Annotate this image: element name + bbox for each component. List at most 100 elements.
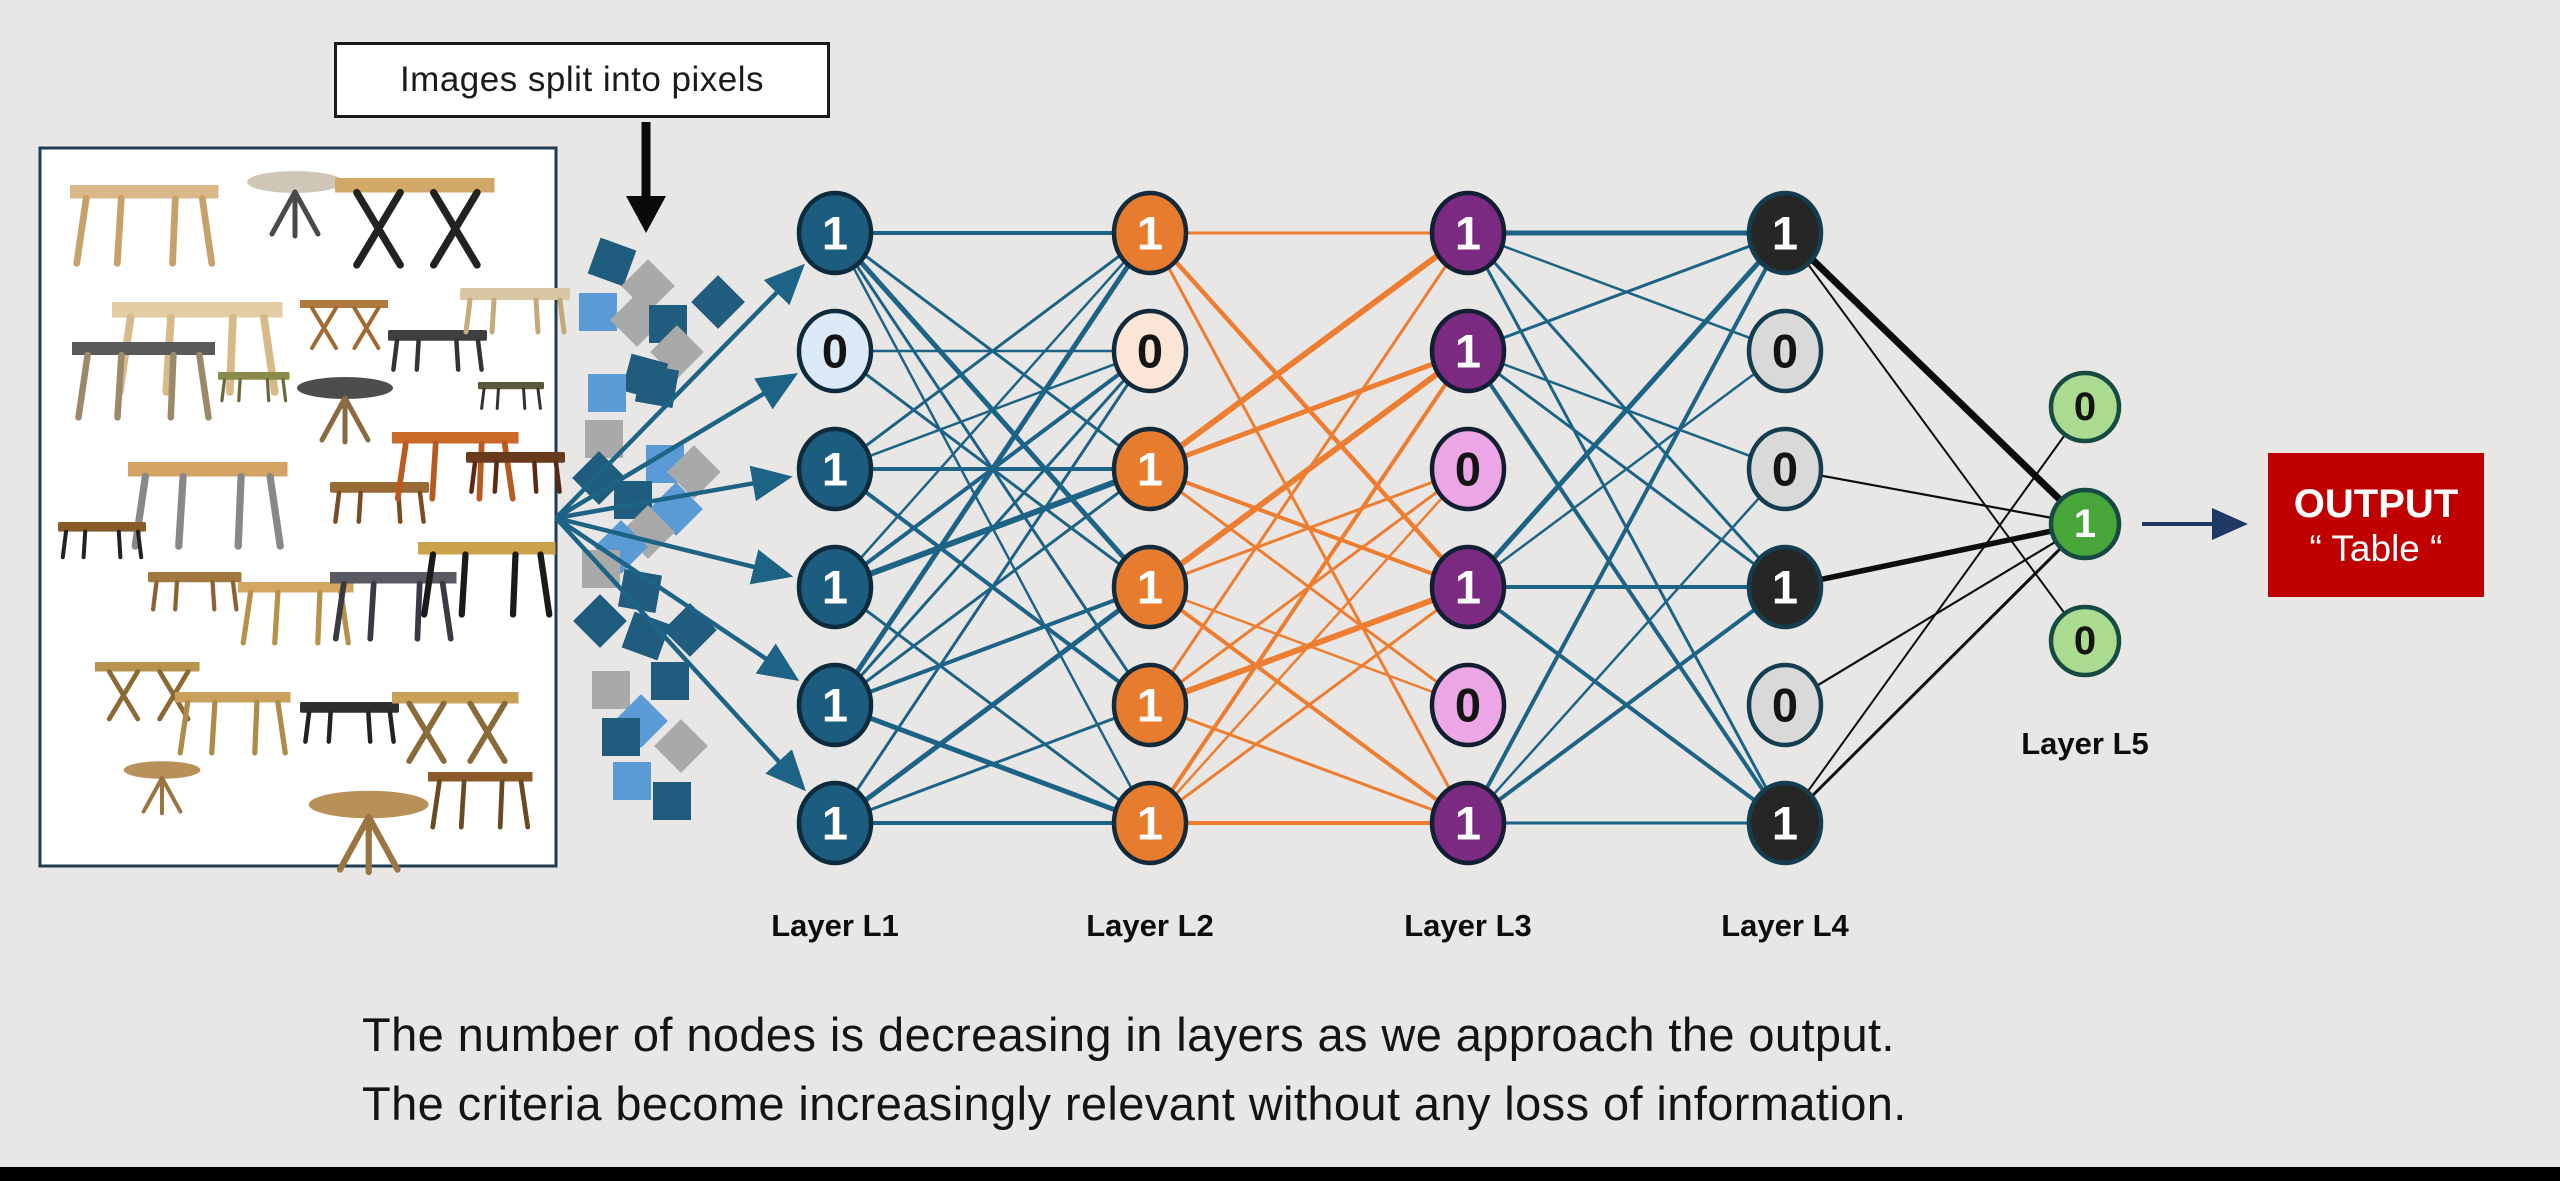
pixel-to-node-arrow-icon (554, 516, 806, 792)
node-l2-6 (1111, 780, 1189, 866)
edge (1784, 406, 2086, 824)
node-value: 1 (822, 679, 848, 732)
pixel-to-node-arrow-icon (554, 516, 800, 682)
table-thumbnail (123, 761, 201, 816)
table-thumbnail (428, 772, 533, 830)
edge (833, 350, 1152, 706)
images-split-label: Images split into pixels (399, 60, 765, 99)
node-l5-3 (2048, 604, 2122, 678)
table-thumbnail (388, 330, 487, 372)
edge (1467, 231, 1786, 353)
node-l3-3 (1429, 426, 1507, 512)
node-l4-1 (1746, 190, 1824, 276)
node-l1-5 (796, 662, 874, 748)
table-thumbnail (466, 452, 565, 494)
node-l5-1 (2048, 370, 2122, 444)
node-value: 0 (1137, 325, 1163, 378)
table-thumbnail (460, 288, 570, 335)
table-thumbnail (72, 342, 215, 421)
node-value: 0 (1455, 443, 1481, 496)
table-thumbnail (218, 372, 290, 403)
layer-l3-label: Layer L3 (1404, 908, 1532, 943)
node-value: 1 (1772, 797, 1798, 850)
edge (834, 232, 1151, 588)
table-thumbnail (478, 382, 544, 410)
node-l2-3 (1111, 426, 1189, 512)
edge (834, 703, 1151, 825)
output-title: OUTPUT (2293, 481, 2459, 526)
node-l4-3 (1746, 426, 1824, 512)
node-l3-1 (1429, 190, 1507, 276)
node-value: 1 (822, 443, 848, 496)
images-split-label-box: Images split into pixels (334, 42, 830, 118)
edge (833, 350, 1152, 824)
pixel-to-node-arrow-icon (554, 373, 799, 520)
node-value: 1 (1772, 561, 1798, 614)
edge (834, 231, 1151, 471)
edge (1148, 349, 1470, 825)
pixel-square (613, 762, 651, 800)
pixel-square (621, 611, 671, 661)
node-l2-5 (1111, 662, 1189, 748)
table-thumbnail (297, 377, 393, 445)
table-thumbnail (330, 482, 429, 524)
edge (1782, 230, 2088, 527)
edge (1149, 468, 1469, 824)
pixel-to-node-arrow-icon (554, 263, 805, 520)
table-thumbnail (418, 542, 556, 618)
node-l3-4 (1429, 544, 1507, 630)
node-value: 1 (1455, 207, 1481, 260)
pixel-square (663, 603, 717, 657)
node-l4-2 (1746, 308, 1824, 394)
edge (1148, 232, 1470, 706)
edge (834, 585, 1151, 707)
table-thumbnail (128, 462, 288, 550)
pixel-square (634, 363, 680, 409)
edge (1149, 585, 1469, 825)
node-value: 0 (1772, 679, 1798, 732)
node-value: 1 (822, 207, 848, 260)
caption-line-1: The number of nodes is decreasing in lay… (362, 1008, 1895, 1061)
node-l4-4 (1746, 544, 1824, 630)
pixel-square (585, 420, 623, 458)
node-value: 0 (1455, 679, 1481, 732)
node-l3-5 (1429, 662, 1507, 748)
node-l3-2 (1429, 308, 1507, 394)
node-value: 0 (1772, 325, 1798, 378)
table-thumbnail (392, 432, 519, 502)
layer-l5-label: Layer L5 (2021, 726, 2149, 761)
table-thumbnail (330, 572, 457, 642)
node-l1-3 (796, 426, 874, 512)
pixel-to-node-arrow-icon (555, 515, 794, 585)
edge (1784, 521, 2086, 590)
pixel-to-node-arrow-icon (555, 465, 793, 521)
table-thumbnail (58, 522, 146, 560)
pixel-square (691, 275, 745, 329)
edge (1784, 467, 2086, 526)
edges-l2-l3 (1148, 230, 1470, 825)
output-word: “ Table “ (2309, 527, 2443, 569)
layer-l1-label: Layer L1 (771, 908, 899, 943)
pixel-square (592, 671, 630, 709)
edge (1148, 230, 1470, 472)
node-value: 0 (2074, 619, 2096, 663)
fan-arrows (554, 263, 806, 792)
node-value: 1 (1137, 443, 1163, 496)
edge (1466, 231, 1787, 589)
table-thumbnail (95, 662, 200, 722)
pixel-square (653, 782, 691, 820)
table-thumbnail (392, 692, 519, 764)
table-thumbnail (300, 300, 388, 351)
node-value: 1 (1455, 797, 1481, 850)
node-l4-6 (1746, 780, 1824, 866)
edge (1466, 232, 1787, 824)
edge (1467, 349, 1786, 589)
node-value: 0 (1772, 443, 1798, 496)
table-thumbnail (300, 702, 399, 744)
table-thumbnail (175, 692, 291, 756)
node-l4-5 (1746, 662, 1824, 748)
node-l1-6 (796, 780, 874, 866)
output-box: OUTPUT “ Table “ (2268, 453, 2484, 597)
